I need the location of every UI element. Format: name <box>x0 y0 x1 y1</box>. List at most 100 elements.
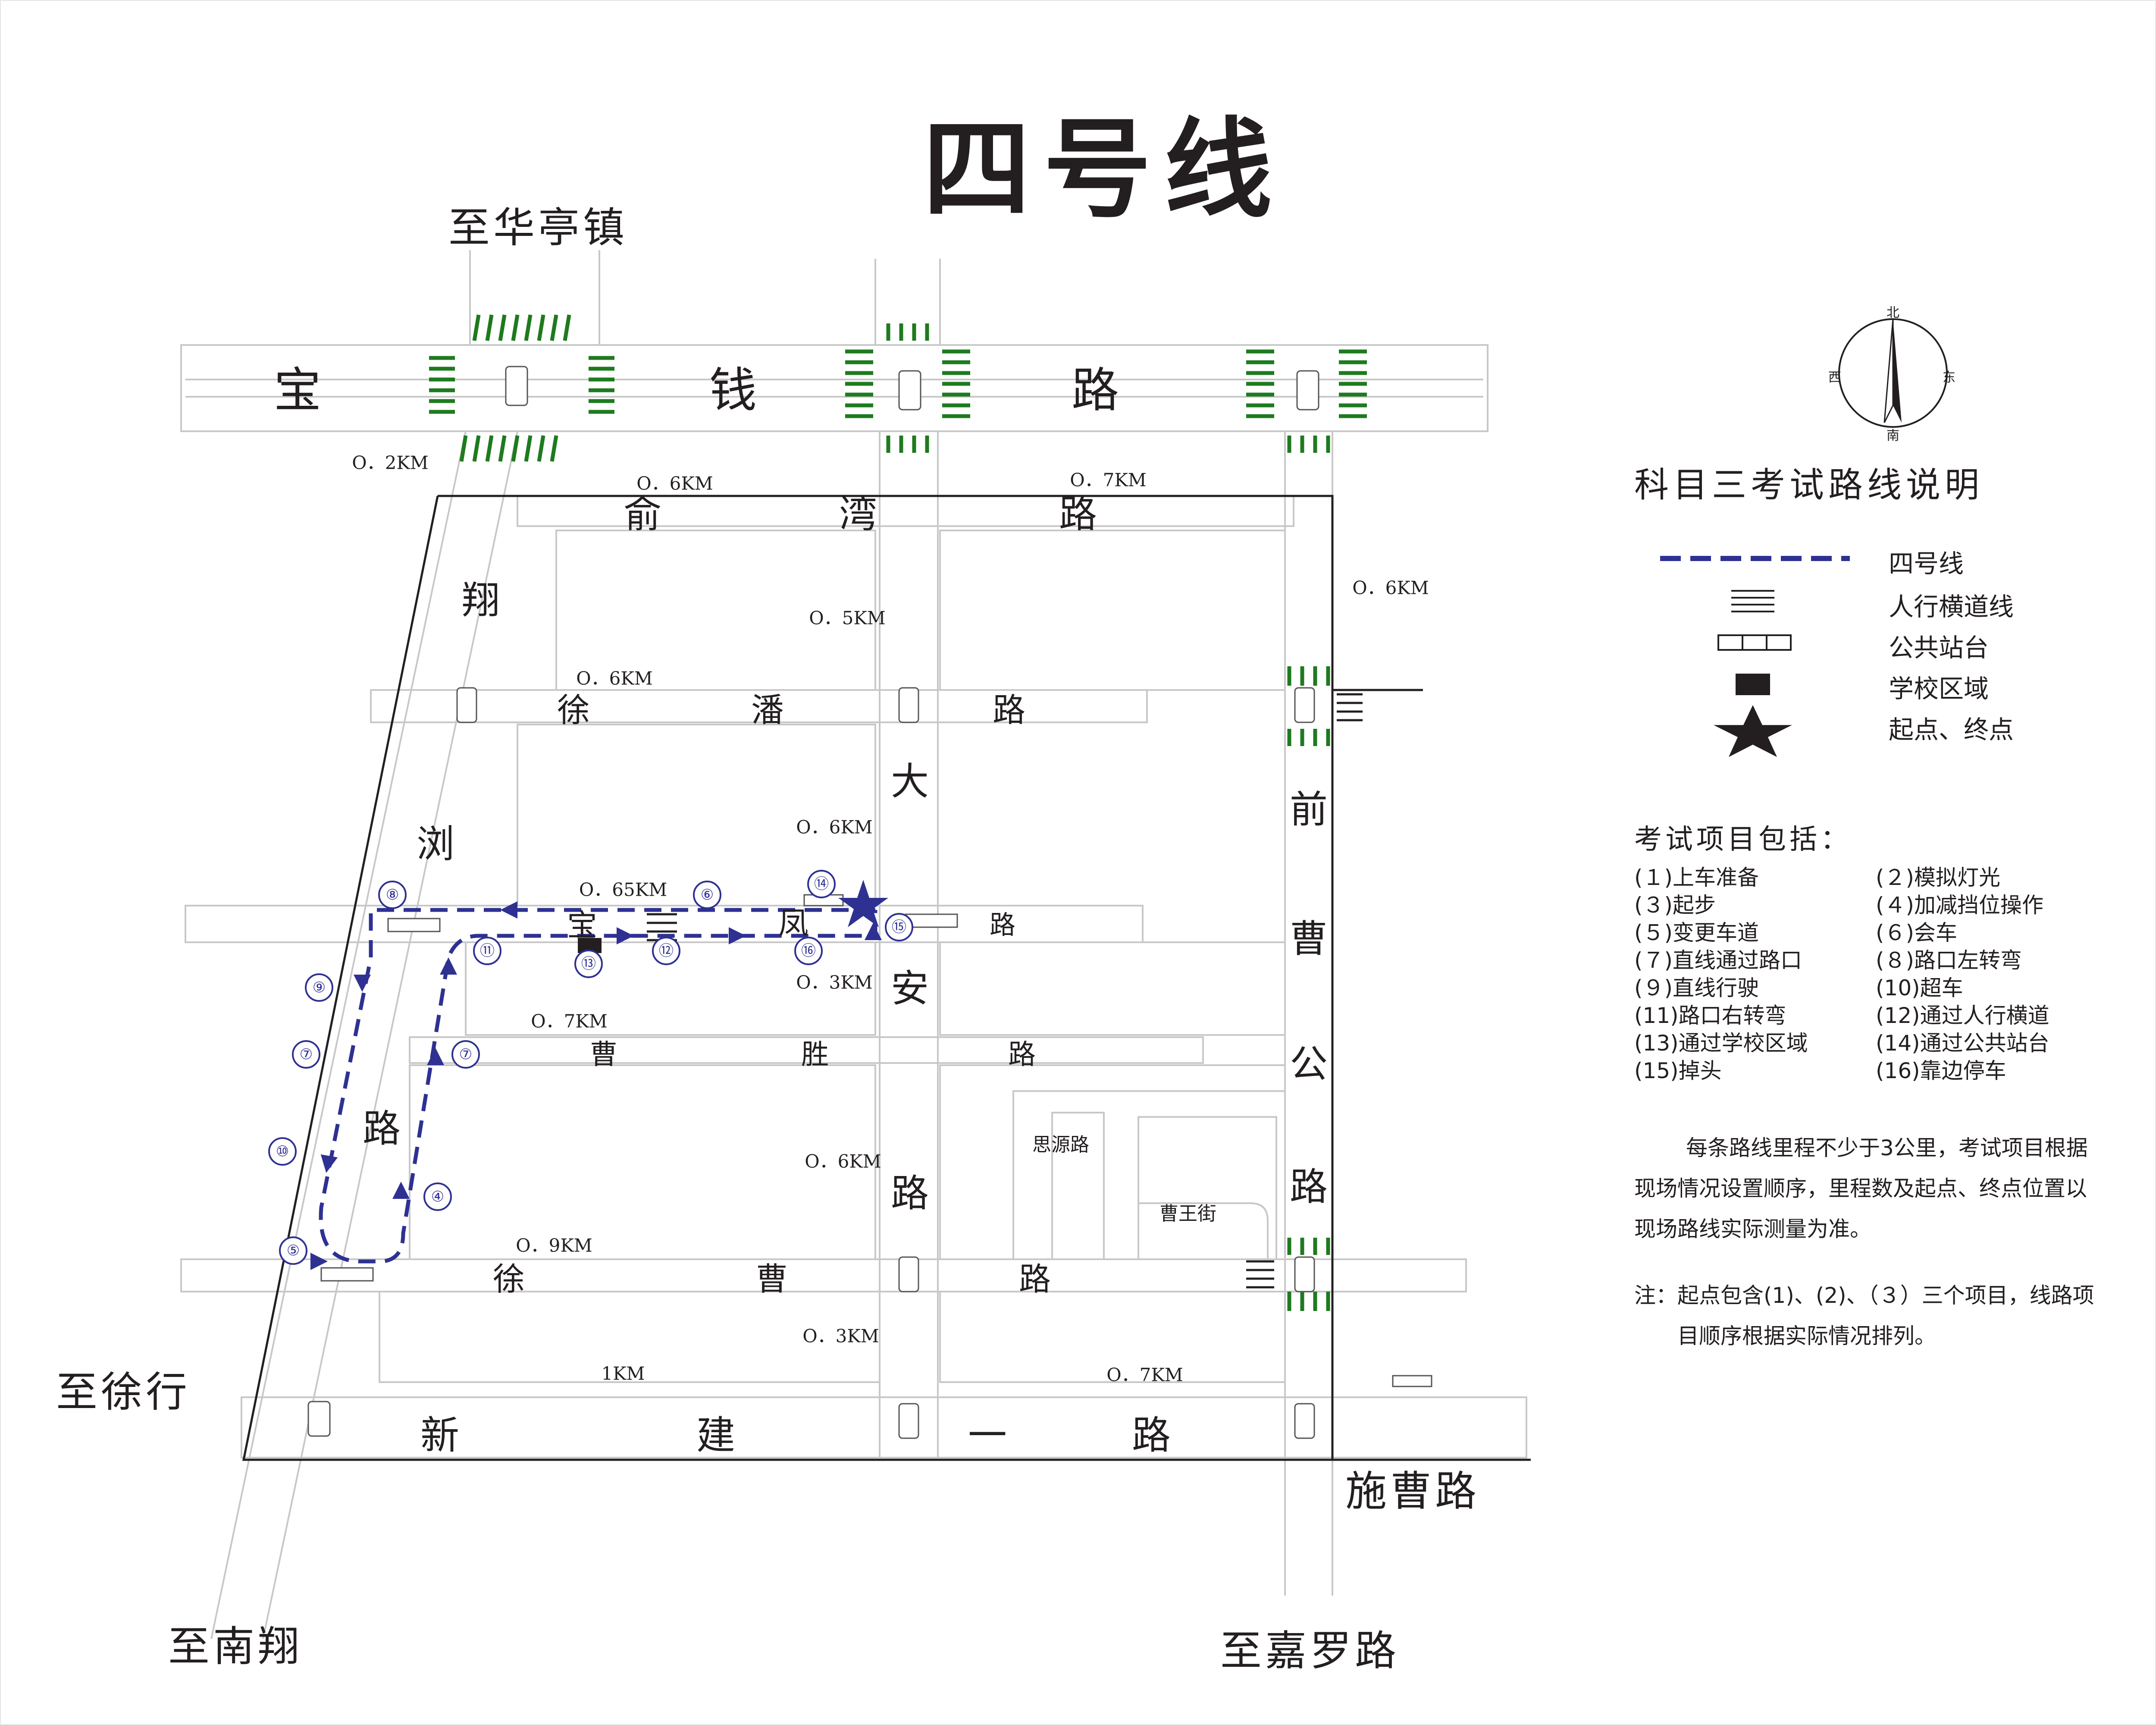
road-label-yuwan-1: 俞 <box>623 492 662 536</box>
legend-label: 四号线 <box>1889 549 1964 578</box>
exam-marker: ⑬ <box>574 950 603 978</box>
exam-item: (16)靠边停车 <box>1876 1058 2006 1083</box>
road-label-xinjian-1: 新 <box>420 1413 459 1458</box>
road-label-xinjian-2: 建 <box>696 1413 735 1458</box>
school-zone-icon <box>1736 674 1770 695</box>
exam-marker: ④ <box>423 1182 452 1211</box>
exam-item: (７)直线通过路口 <box>1634 948 1802 973</box>
notes-remark: 注：起点包含(1)、(2)、（３）三个项目，线路项目顺序根据实际情况排列。 <box>1634 1283 2094 1349</box>
exam-marker: ⑧ <box>378 881 407 909</box>
exam-item: (８)路口左转弯 <box>1876 948 2022 973</box>
legend-row-route: 四号线 <box>1634 539 2130 578</box>
road-label-xiangliu-3: 路 <box>362 1106 401 1151</box>
road-xiangliu <box>210 431 467 1639</box>
exam-marker: ⑫ <box>652 937 680 965</box>
compass-east: 东 <box>1943 370 1955 385</box>
crosswalk-icon <box>1731 590 1774 612</box>
exam-item: (１)上车准备 <box>1634 865 1759 890</box>
exam-item: (11)路口右转弯 <box>1634 1003 1786 1028</box>
route-boundary <box>242 495 1531 1461</box>
road-label-xinjian-4: 路 <box>1132 1413 1171 1458</box>
exam-item: (３)起步 <box>1634 893 1716 918</box>
exam-item: (９)直线行驶 <box>1634 975 1759 1000</box>
compass-south: 南 <box>1887 428 1899 443</box>
road-label-yuwan-2: 湾 <box>839 492 877 536</box>
exam-marker: ⑨ <box>305 973 333 1002</box>
exam-item: (13)通过学校区域 <box>1634 1031 1808 1056</box>
road-label-baoqian-2: 钱 <box>709 363 757 418</box>
legend-label: 起点、终点 <box>1889 715 2014 744</box>
traffic-lights <box>307 366 1319 1439</box>
road-label-qiancao-1: 前 <box>1289 787 1328 832</box>
road-label-daan-3: 路 <box>890 1171 929 1216</box>
legend-label: 人行横道线 <box>1889 592 2014 621</box>
dest-north: 至华亭镇 <box>448 204 628 252</box>
dashed-route-icon <box>1660 556 1850 561</box>
road-label-xupan-2: 潘 <box>751 691 784 729</box>
dest-west: 至徐行 <box>56 1368 191 1416</box>
legend-title: 科目三考试路线说明 <box>1634 465 1984 505</box>
distance-label: O．6KM <box>1352 577 1429 599</box>
road-label-xinjian-3: 一 <box>968 1413 1007 1458</box>
route-line <box>319 908 877 1264</box>
exam-marker: ⑯ <box>794 937 823 965</box>
exam-marker: ⑦ <box>451 1040 480 1069</box>
star-icon <box>1714 705 1792 757</box>
distance-label: O．6KM <box>796 816 873 838</box>
compass-north: 北 <box>1887 305 1899 320</box>
exam-marker: ⑪ <box>473 937 501 965</box>
exam-items-title: 考试项目包括： <box>1634 824 1852 856</box>
exam-marker: ⑥ <box>693 881 721 909</box>
exam-item: (６)会车 <box>1876 920 1958 945</box>
compass-west: 西 <box>1828 370 1841 385</box>
exam-marker: ⑮ <box>885 913 913 941</box>
distance-label: O．7KM <box>531 1010 608 1032</box>
distance-label: O．3KM <box>802 1325 879 1347</box>
road-label-xucao-3: 路 <box>1019 1261 1051 1298</box>
road-label-xupan-3: 路 <box>993 691 1025 729</box>
notes-paragraph: 每条路线里程不少于3公里，考试项目根据现场情况设置顺序，里程数及起点、终点位置以… <box>1634 1135 2088 1242</box>
distance-label: O．6KM <box>636 473 713 494</box>
road-label-caosheng-3: 路 <box>1008 1039 1036 1071</box>
road-label-baofeng-1: 宝 <box>567 907 597 943</box>
distance-label: O．7KM <box>1070 469 1147 491</box>
exam-marker: ⑩ <box>268 1137 297 1166</box>
road-label-xupan-1: 徐 <box>557 691 590 729</box>
road-label-qiancao-3: 公 <box>1289 1041 1328 1086</box>
legend-label: 学校区域 <box>1889 674 1989 703</box>
road-label-xiangliu-2: 浏 <box>416 822 455 866</box>
exam-item: (12)通过人行横道 <box>1876 1003 2049 1028</box>
distance-label: O．7KM <box>1106 1364 1183 1386</box>
legend-row-crosswalk: 人行横道线 <box>1634 582 2130 621</box>
distance-label: O．6KM <box>805 1151 881 1172</box>
legend-label: 公共站台 <box>1889 633 1989 662</box>
exam-item: (５)变更车道 <box>1634 920 1759 945</box>
exam-item: (10)超车 <box>1876 975 1963 1000</box>
bus-stop-icon <box>1717 634 1792 651</box>
road-label-baofeng-3: 路 <box>990 910 1015 941</box>
road-baoqian <box>180 344 1489 432</box>
road-label-xucao-2: 曹 <box>756 1261 788 1298</box>
road-label-qiancao-4: 路 <box>1289 1164 1328 1209</box>
exam-item: (14)通过公共站台 <box>1876 1031 2049 1056</box>
distance-label: O．65KM <box>579 879 667 900</box>
exam-item: (15)掉头 <box>1634 1058 1722 1083</box>
road-label-xucao-1: 徐 <box>493 1261 525 1298</box>
road-label-daan-2: 安 <box>890 966 929 1011</box>
dest-southwest: 至南翔 <box>168 1622 303 1671</box>
road-label-xiangliu-1: 翔 <box>461 578 500 623</box>
road-label-caosheng-2: 胜 <box>801 1039 829 1071</box>
dest-southeast: 施曹路 <box>1345 1467 1480 1515</box>
road-label-qiancao-2: 曹 <box>1289 916 1328 961</box>
exam-marker: ⑤ <box>279 1236 307 1265</box>
page-title: 四号线 <box>923 107 1285 232</box>
exam-marker: ⑭ <box>807 870 836 898</box>
road-label-daan-1: 大 <box>890 759 929 804</box>
legend-row-bus-stop: 公共站台 <box>1634 623 2130 662</box>
route-arrows <box>310 901 882 1270</box>
distance-label: 1KM <box>601 1363 645 1384</box>
exam-item: (４)加减挡位操作 <box>1876 893 2044 918</box>
compass: 北 南 东 西 <box>1828 302 1958 443</box>
road-label-baoqian-1: 宝 <box>274 363 321 418</box>
bus-stops <box>320 894 1432 1387</box>
